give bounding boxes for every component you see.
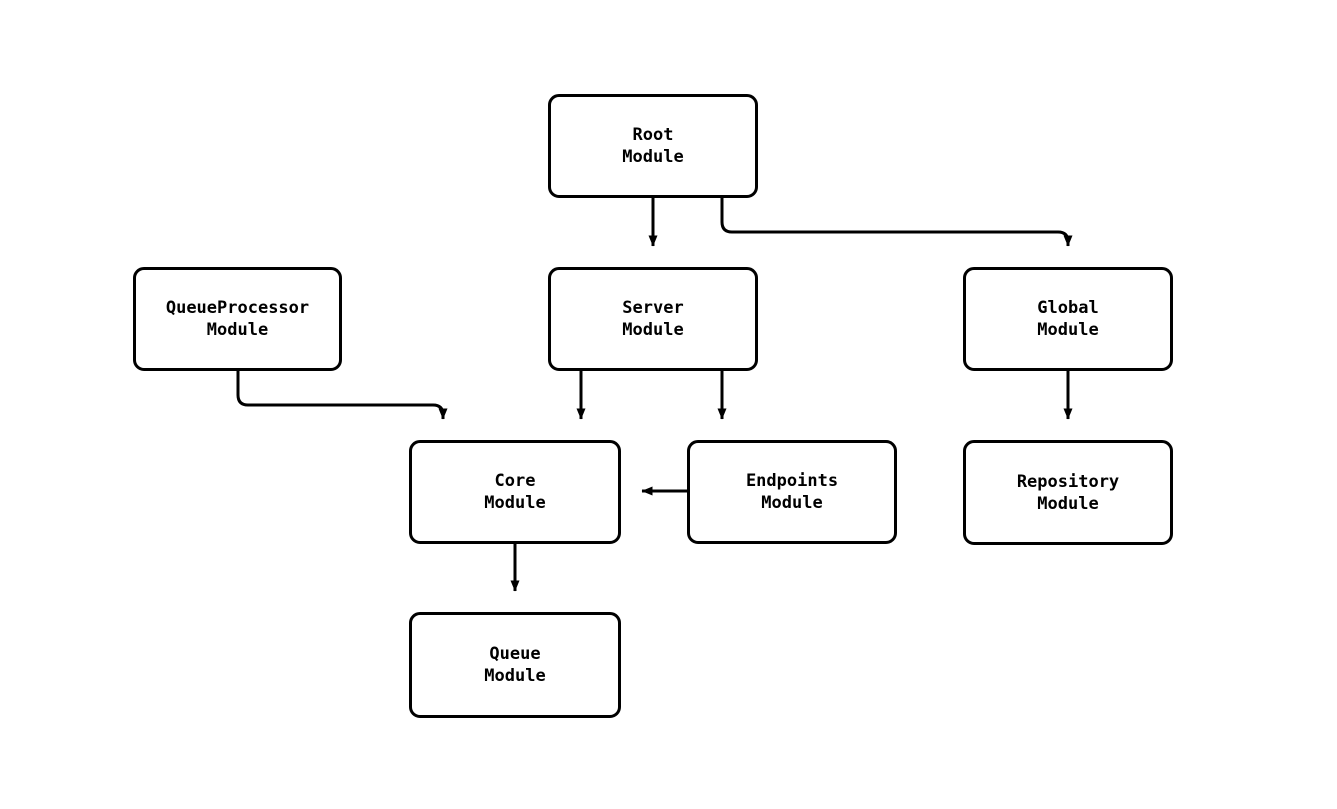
- node-core[interactable]: Core Module: [409, 440, 621, 544]
- node-repository[interactable]: Repository Module: [963, 440, 1173, 545]
- node-global[interactable]: Global Module: [963, 267, 1173, 371]
- node-queue-label: Queue Module: [484, 644, 546, 686]
- node-server-label: Server Module: [622, 298, 684, 340]
- edge-queueprocessor-core: [236, 371, 448, 420]
- node-endpoints[interactable]: Endpoints Module: [687, 440, 897, 544]
- edge-root-global: [720, 198, 1073, 247]
- node-endpoints-label: Endpoints Module: [745, 471, 839, 513]
- node-queue[interactable]: Queue Module: [409, 612, 621, 718]
- node-root[interactable]: Root Module: [548, 94, 758, 198]
- node-queueprocessor-label: QueueProcessor Module: [165, 298, 310, 340]
- node-core-label: Core Module: [484, 471, 546, 513]
- node-repository-label: Repository Module: [1016, 471, 1120, 514]
- node-queueprocessor[interactable]: QueueProcessor Module: [133, 267, 342, 371]
- node-root-label: Root Module: [622, 125, 684, 167]
- node-global-label: Global Module: [1037, 298, 1099, 340]
- node-server[interactable]: Server Module: [548, 267, 758, 371]
